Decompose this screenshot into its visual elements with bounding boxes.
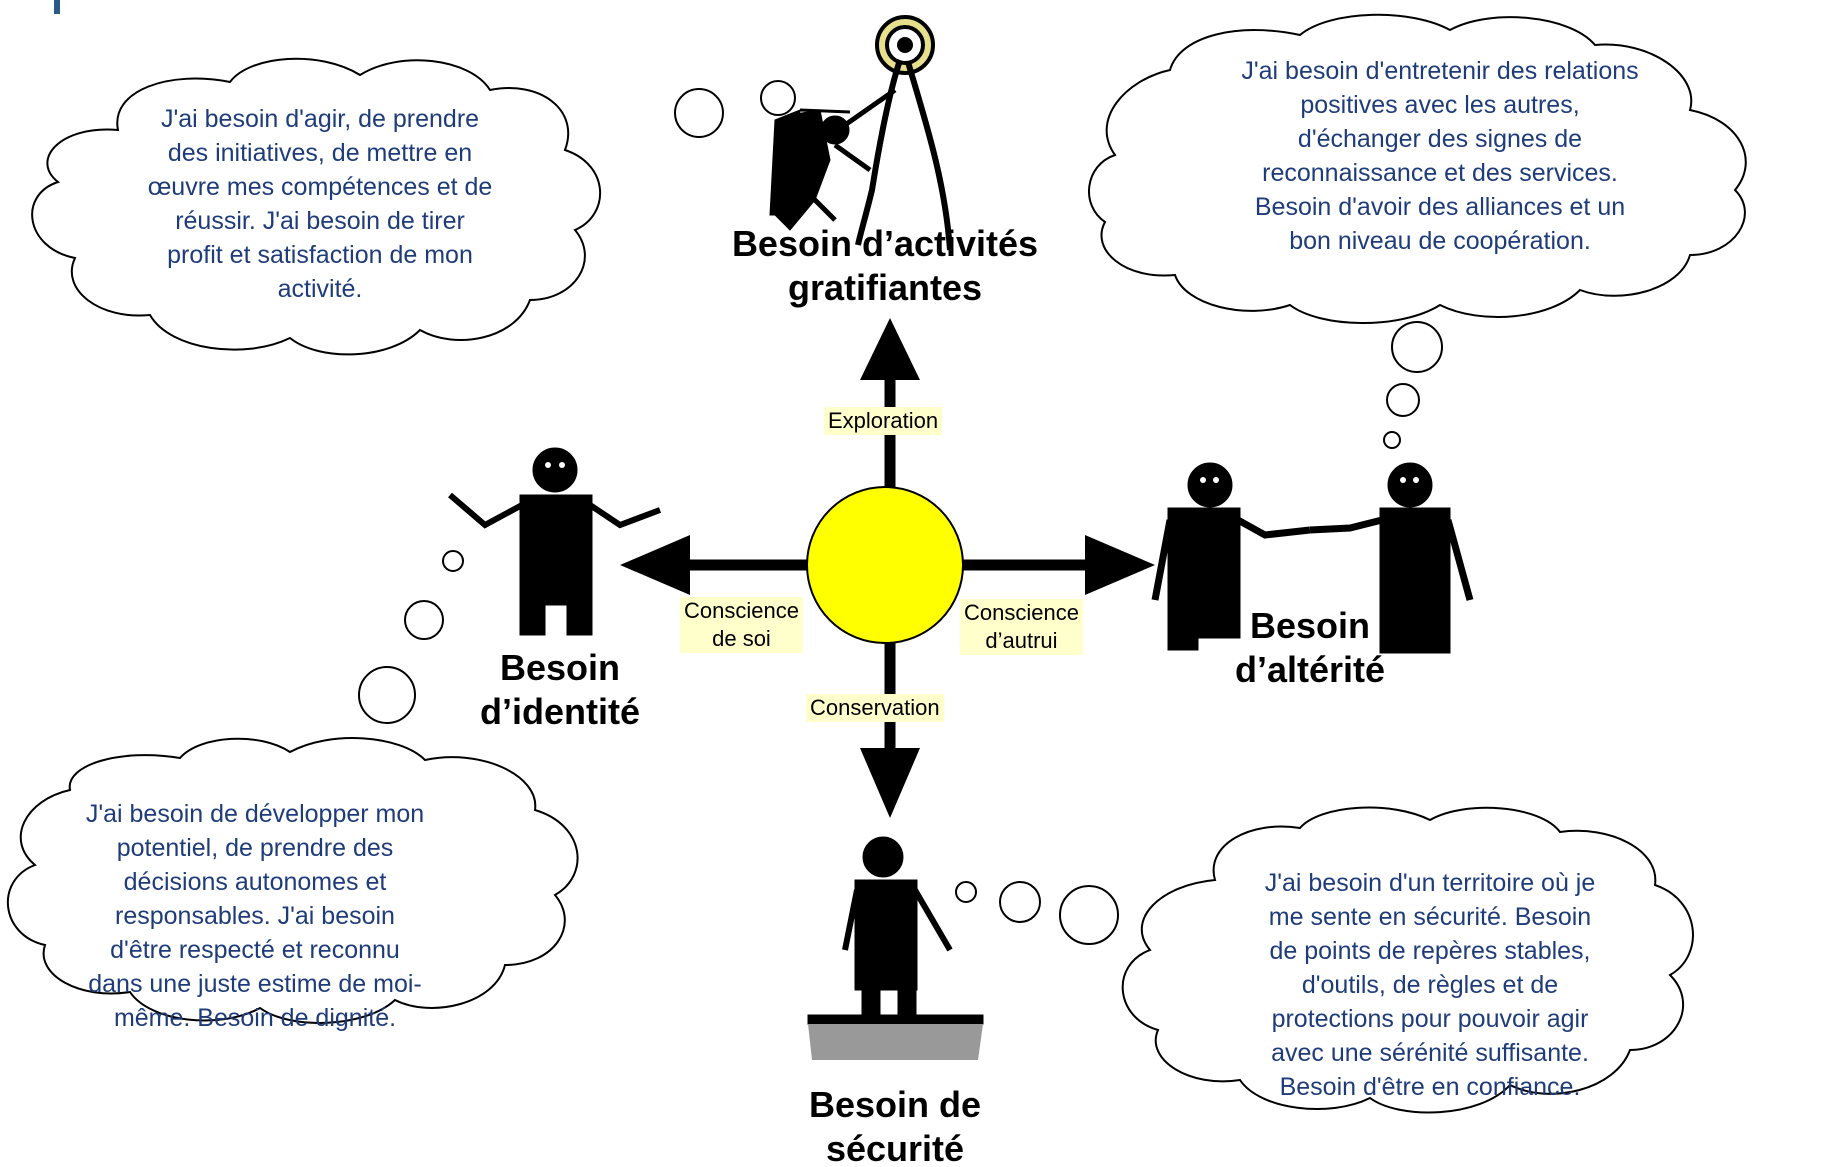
center-circle: [806, 486, 964, 644]
cloud-text-security: J'ai besoin d'un territoire où je me sen…: [1264, 869, 1596, 1101]
axis-label-self-awareness: Conscience de soi: [680, 597, 803, 653]
need-title-activities: Besoin d’activités gratifiantes: [731, 223, 1039, 308]
thought-bubbles-identity: [358, 550, 464, 724]
need-title-security: Besoin de sécurité: [808, 1084, 982, 1167]
thought-bubbles-security: [955, 881, 1119, 945]
axis-label-exploration: Exploration: [824, 407, 943, 435]
arrowheads: [620, 318, 1155, 818]
cloud-text-alterity: J'ai besoin d'entretenir des relations p…: [1241, 57, 1639, 255]
axis-label-others-awareness: Conscience d’autrui: [960, 599, 1083, 655]
thought-cloud-security: [1121, 806, 1694, 1114]
need-title-identity: Besoin d’identité: [480, 647, 640, 732]
cloud-text-identity: J'ai besoin de développer mon potentiel,…: [85, 800, 425, 1032]
need-title-alterity: Besoin d’altérité: [1234, 605, 1386, 690]
cloud-text-activities: J'ai besoin d'agir, de prendre des initi…: [147, 105, 493, 303]
thought-bubbles-alterity: [1383, 321, 1443, 449]
mountain-climber-icon: [769, 59, 953, 251]
thought-bubbles-activities: [674, 80, 796, 138]
person-standing-on-platform-icon: [807, 836, 984, 1060]
thought-cloud-identity: [6, 737, 579, 1024]
person-shrugging-icon: [448, 447, 662, 636]
thought-cloud-alterity: [1088, 13, 1747, 324]
corner-mark: [54, 0, 60, 14]
thought-cloud-activities: [31, 57, 601, 356]
axis-label-conservation: Conservation: [806, 694, 944, 722]
summit-target-icon: [875, 15, 935, 75]
handshake-people-icon: [1151, 462, 1474, 654]
